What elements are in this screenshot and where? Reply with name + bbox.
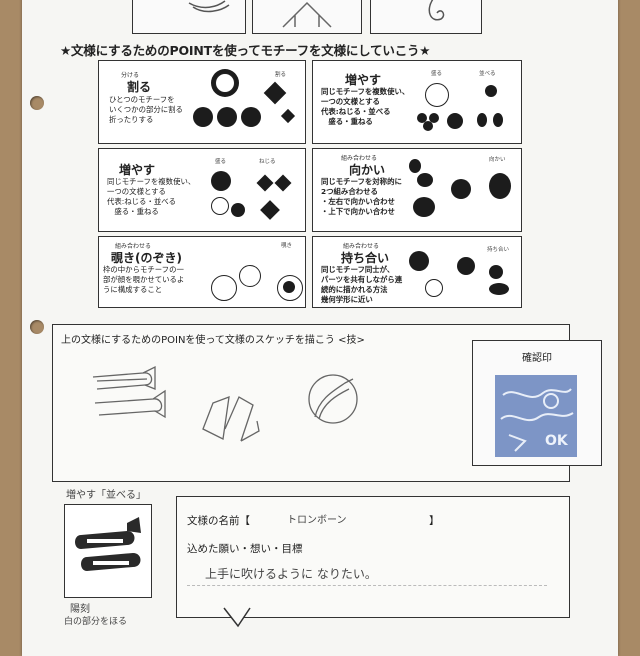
- motif-image: [417, 173, 433, 187]
- motif-image: [260, 200, 280, 220]
- motif-image: [241, 107, 261, 127]
- handwritten-note-2: 白の部分をほる: [64, 617, 128, 627]
- motif-image: [263, 81, 287, 105]
- card-description: 同じモチーフを対称的に 2つ組み合わせる ・左右で向かい合わせ ・上下で向かい合…: [321, 177, 402, 216]
- motif-image: [425, 279, 443, 297]
- stamp-art: [500, 388, 574, 452]
- card-description: 枠の中からモチーフの一 部が顔を覗かせているよ うに構成すること: [103, 265, 185, 294]
- card-title: 割る: [127, 80, 152, 94]
- point-card-peek: 組み合わせる 覗き(のぞき) 枠の中からモチーフの一 部が顔を覗かせているよ う…: [98, 236, 306, 308]
- card-example-label: 割る: [275, 72, 287, 78]
- top-arrow-sketch: [282, 1, 332, 28]
- card-subtitle: 組み合わせる: [341, 155, 378, 162]
- top-image-box: [252, 0, 362, 34]
- top-image-box: [370, 0, 482, 34]
- pattern-name-label: 文様の名前【: [187, 515, 250, 527]
- card-example-label: ねじる: [259, 159, 276, 165]
- motif-image: [256, 174, 274, 192]
- motif-image: [477, 113, 487, 127]
- card-example-label: 覗き: [281, 243, 293, 249]
- point-card-facing: 組み合わせる 向かい 同じモチーフを対称的に 2つ組み合わせる ・左右で向かい合…: [312, 148, 522, 232]
- card-description: 同じモチーフ同士が、 パーツを共有しながら連 続的に描かれる方法 幾何学形に近い: [321, 265, 403, 304]
- motif-image: [231, 203, 245, 217]
- stamp-label: 確認印: [522, 353, 552, 364]
- motif-image: [489, 173, 511, 199]
- trombone-sketch: [92, 365, 358, 442]
- motif-image: [485, 85, 497, 97]
- punch-hole: [30, 320, 44, 334]
- design-preview: [64, 504, 152, 598]
- motif-image: [211, 275, 237, 301]
- card-example-label: 持ち合い: [487, 247, 510, 253]
- motif-image: [457, 257, 475, 275]
- card-title: 覗き(のぞき): [111, 251, 182, 265]
- stamp-ok-text: OK: [545, 433, 568, 449]
- design-preview-area: 増やす「並べる」 陽刻 白の部分をほる: [60, 486, 164, 636]
- top-image-box: [132, 0, 246, 34]
- motif-image: [489, 283, 509, 295]
- motif-image: [274, 174, 292, 192]
- top-sketch-3: [428, 0, 445, 21]
- card-title: 増やす: [345, 73, 382, 87]
- motif-image: [193, 107, 213, 127]
- card-title: 増やす: [119, 163, 156, 177]
- punch-hole: [30, 96, 44, 110]
- trombone-design: [75, 517, 141, 571]
- motif-image: [423, 121, 433, 131]
- motif-image: [280, 108, 296, 124]
- speech-tail: [223, 607, 251, 628]
- card-title: 持ち合い: [341, 251, 390, 265]
- worksheet-heading: ★文様にするためのPOINTを使ってモチーフを文様にしていこう★: [60, 43, 431, 58]
- card-subtitle: 組み合わせる: [343, 243, 380, 250]
- card-example-label: 盛る: [215, 159, 227, 165]
- motif-image: [413, 197, 435, 217]
- pattern-name-value: トロンボーン: [287, 515, 347, 526]
- motif-image: [489, 265, 503, 279]
- card-description: 同じモチーフを複数使い、 一つの文様とする 代表:ねじる・並べる 盛る・重ねる: [321, 87, 410, 126]
- point-card-shared: 組み合わせる 持ち合い 同じモチーフ同士が、 パーツを共有しながら連 続的に描か…: [312, 236, 522, 308]
- sketch-instruction: 上の文様にするためのPOINを使って文様のスケッチを描こう <技>: [61, 335, 365, 346]
- card-description: ひとつのモチーフを いくつかの部分に割る 折ったりする: [109, 95, 183, 124]
- pattern-info-box: 文様の名前【 トロンボーン 】 込めた願い・想い・目標 上手に吹けるように なり…: [176, 496, 570, 618]
- motif-image: [409, 251, 429, 271]
- pattern-name-close: 】: [429, 515, 440, 527]
- motif-image: [211, 197, 229, 215]
- motif-image: [417, 113, 427, 123]
- motif-image: [211, 171, 231, 191]
- point-card-increase: 増やす 同じモチーフを複数使い、 一つの文様とする 代表:ねじる・並べる 盛る・…: [312, 60, 522, 144]
- card-description: 同じモチーフを複数使い、 一つの文様とする 代表:ねじる・並べる 盛る・重ねる: [107, 177, 196, 216]
- motif-image: [215, 73, 235, 93]
- confirmation-stamp-box: 確認印 OK: [472, 340, 602, 466]
- point-card-increase-2: 増やす 同じモチーフを複数使い、 一つの文様とする 代表:ねじる・並べる 盛る・…: [98, 148, 306, 232]
- handwritten-technique: 増やす「並べる」: [66, 490, 146, 501]
- writing-line: [187, 585, 547, 586]
- motif-image: [429, 113, 439, 123]
- card-example-label: 盛る: [431, 71, 443, 77]
- motif-image: [451, 179, 471, 199]
- confirmation-stamp: OK: [495, 375, 577, 457]
- motif-image: [425, 83, 449, 107]
- card-example-label: 向かい: [489, 157, 506, 163]
- motif-image: [493, 113, 503, 127]
- motif-image: [217, 107, 237, 127]
- card-subtitle: 分ける: [121, 72, 140, 79]
- wish-value: 上手に吹けるように なりたい。: [205, 567, 377, 581]
- card-subtitle: 組み合わせる: [115, 243, 152, 250]
- wish-label: 込めた願い・想い・目標: [187, 543, 303, 555]
- card-example-label: 並べる: [479, 71, 496, 77]
- point-card-split: 分ける 割る ひとつのモチーフを いくつかの部分に割る 折ったりする 割る: [98, 60, 306, 144]
- card-title: 向かい: [349, 163, 386, 177]
- handwritten-note-1: 陽刻: [70, 604, 90, 615]
- top-sketch-1: [188, 0, 230, 13]
- motif-image: [283, 281, 295, 293]
- motif-image: [447, 113, 463, 129]
- motif-image: [409, 159, 421, 173]
- motif-image: [239, 265, 261, 287]
